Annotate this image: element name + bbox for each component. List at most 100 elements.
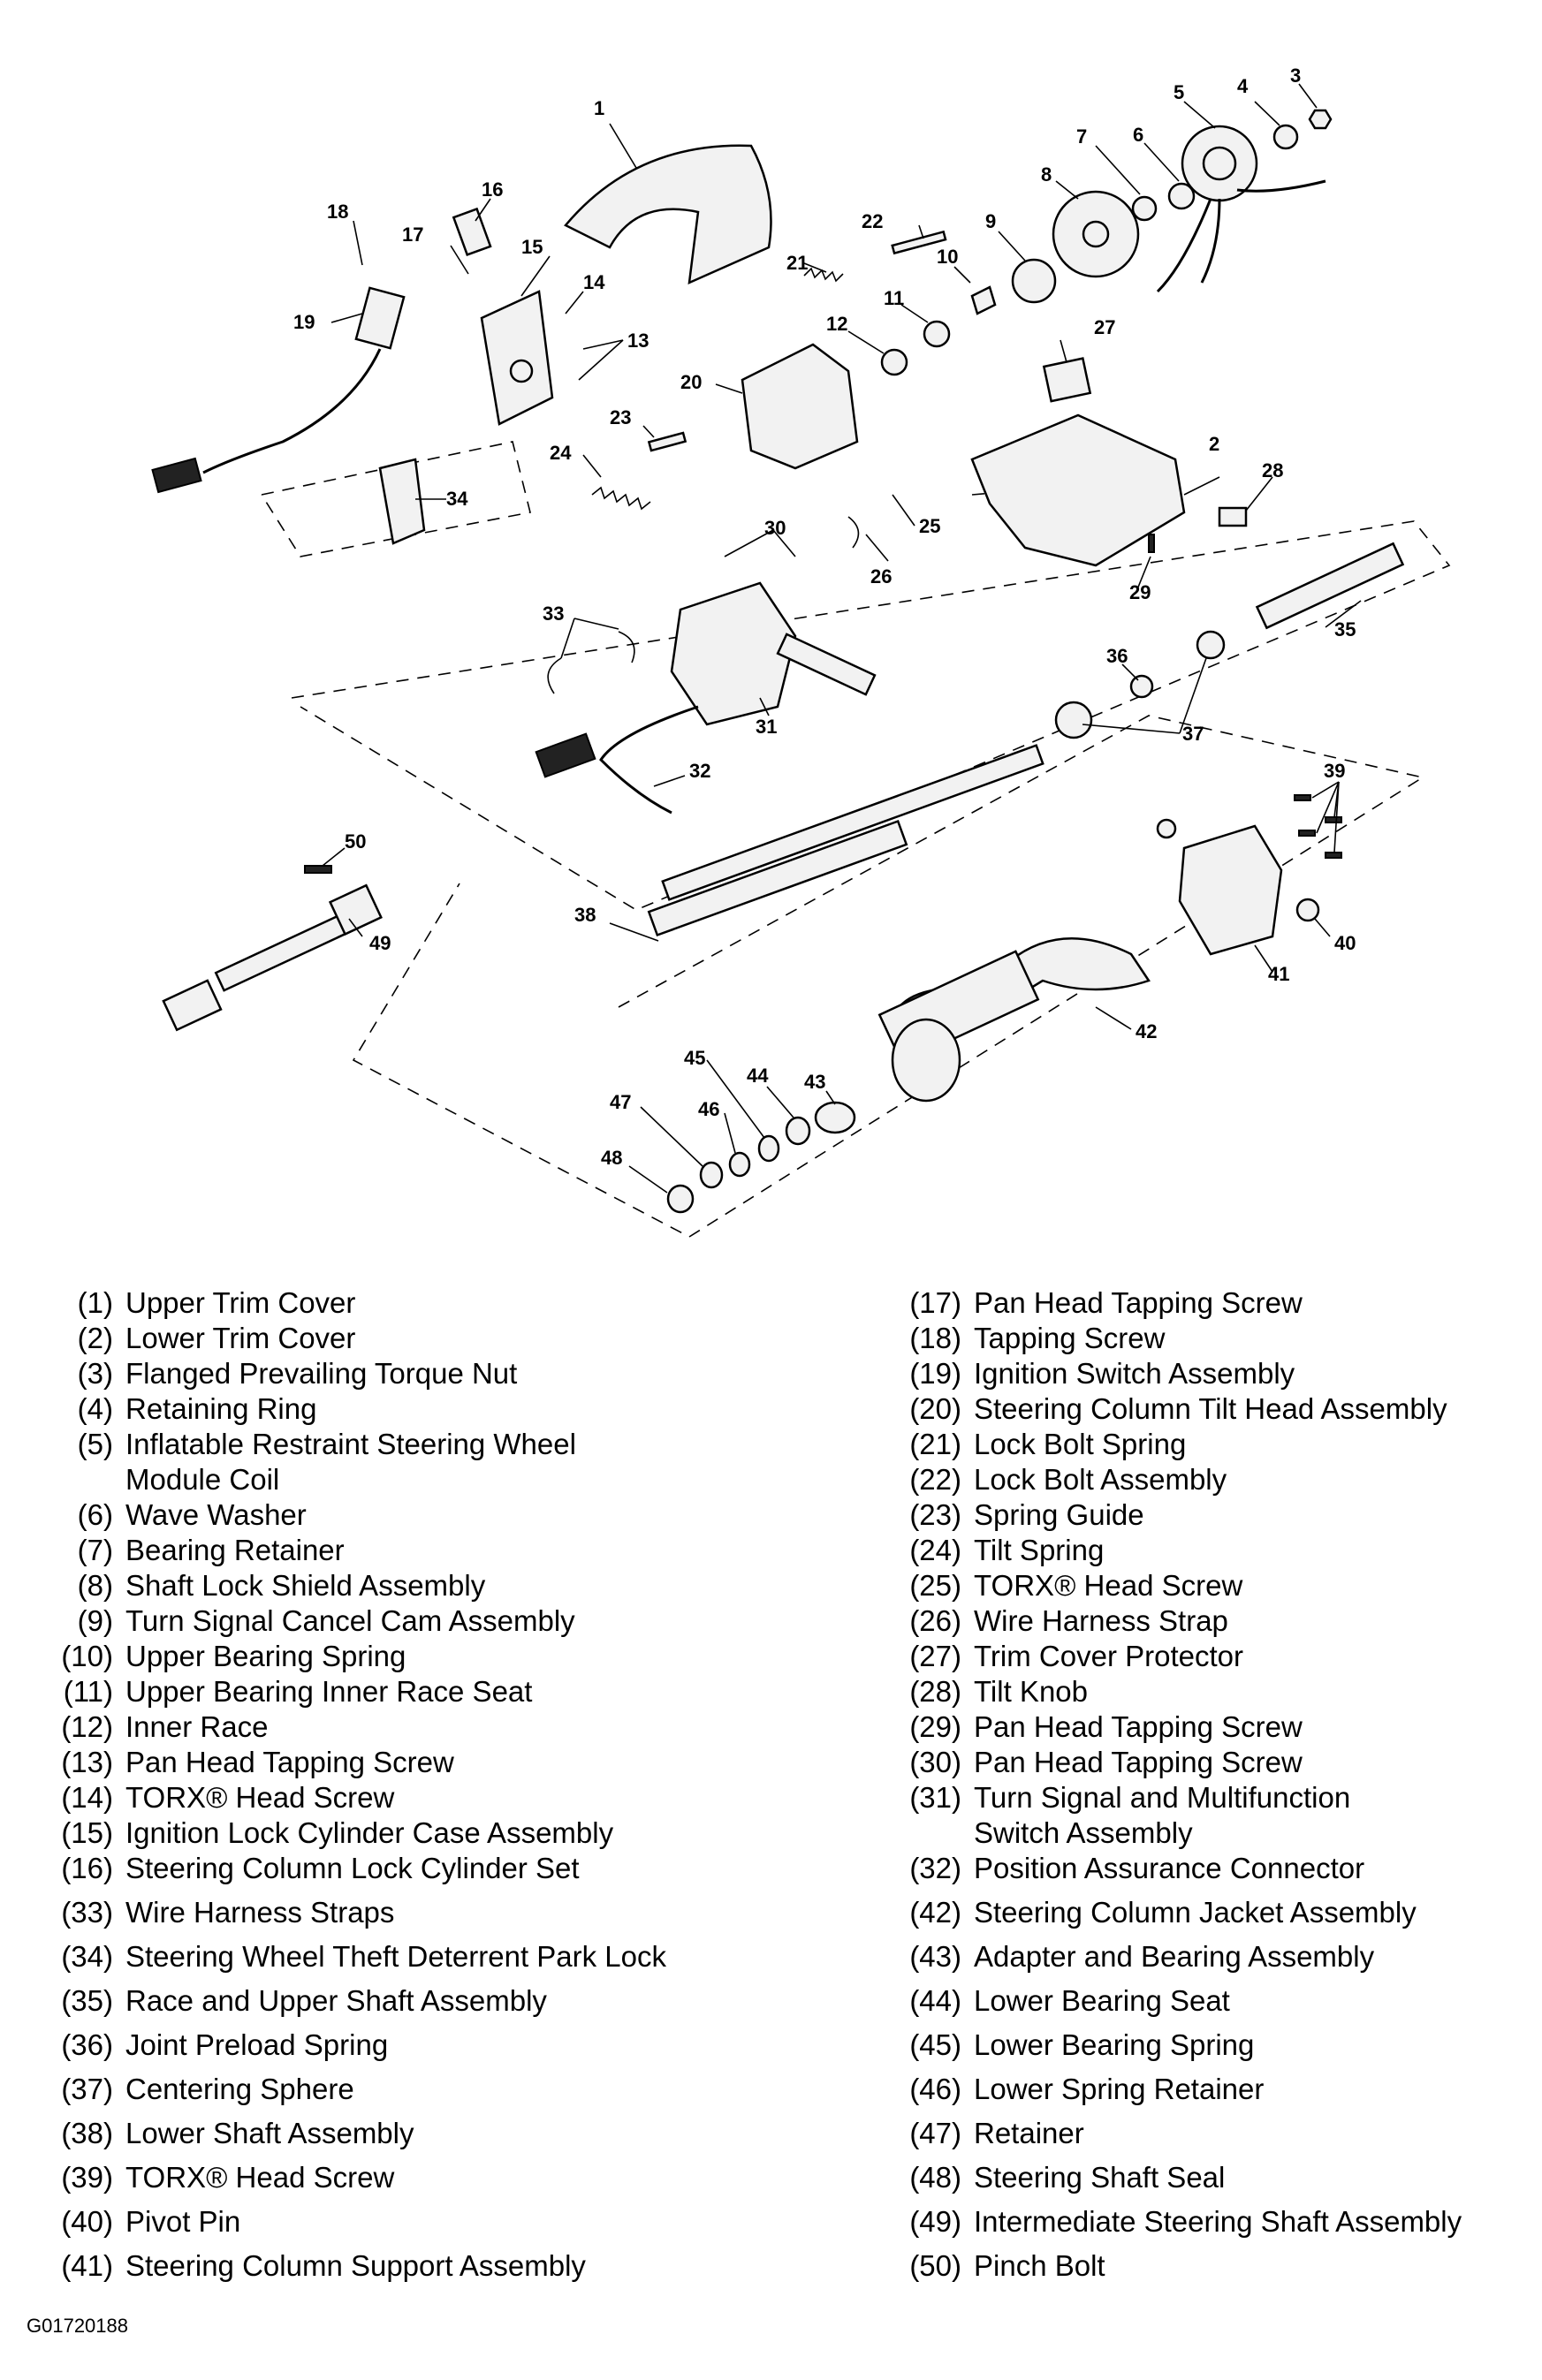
callout-19: 19: [293, 311, 315, 333]
legend-label: Wave Washer: [125, 1498, 307, 1531]
legend-item: (48)Steering Shaft Seal: [875, 2160, 1529, 2195]
legend-number: (16): [61, 1852, 113, 1884]
legend-item: (15)Ignition Lock Cylinder Case Assembly: [27, 1815, 822, 1851]
legend-number: (32): [909, 1852, 961, 1884]
legend-number: (17): [909, 1286, 961, 1319]
legend-number: (7): [77, 1534, 113, 1566]
callout-30: 30: [764, 517, 786, 539]
legend-number: (39): [61, 2161, 113, 2194]
centering-sphere-lower: [1054, 701, 1093, 739]
adapter-bearing: [814, 1101, 856, 1134]
legend-label: Lock Bolt Assembly: [974, 1463, 1227, 1496]
callout-15: 15: [521, 236, 543, 258]
legend-number: (50): [909, 2249, 961, 2282]
legend-item: (12)Inner Race: [27, 1709, 822, 1745]
upper-trim-cover: [564, 144, 772, 285]
legend-label: Ignition Lock Cylinder Case Assembly: [125, 1816, 614, 1849]
callout-24: 24: [550, 442, 572, 464]
legend-item: (9)Turn Signal Cancel Cam Assembly: [27, 1603, 822, 1639]
legend-label: Upper Trim Cover: [125, 1286, 356, 1319]
legend-number: (31): [909, 1781, 961, 1814]
legend-label: Lower Trim Cover: [125, 1322, 356, 1354]
legend-number: (6): [77, 1498, 113, 1531]
figure-id: G01720188: [27, 2315, 128, 2337]
legend-label: Position Assurance Connector: [974, 1852, 1365, 1884]
legend-item: (26)Wire Harness Strap: [875, 1603, 1529, 1639]
legend-item: (47)Retainer: [875, 2116, 1529, 2151]
callout-12: 12: [826, 313, 847, 335]
legend-label: Pinch Bolt: [974, 2249, 1105, 2282]
legend-number: (34): [61, 1940, 113, 1973]
legend-item: (32) Position Assurance Connector: [875, 1851, 1529, 1886]
lower-bearing-seat: [785, 1116, 811, 1146]
legend-number: (2): [77, 1322, 113, 1354]
legend-number: (29): [909, 1710, 961, 1743]
jacket-flange: [891, 1018, 961, 1103]
pivot-pin: [1295, 898, 1320, 922]
callout-17: 17: [402, 224, 423, 246]
legend-number: (41): [61, 2249, 113, 2282]
legend-number: (49): [909, 2205, 961, 2238]
callout-35: 35: [1334, 618, 1356, 640]
callout-41: 41: [1268, 963, 1289, 985]
legend-item: (2) Lower Trim Cover: [27, 1321, 822, 1356]
legend-item: (33)Wire Harness Straps: [27, 1895, 822, 1930]
legend-label: Steering Column Jacket Assembly: [974, 1896, 1417, 1929]
callout-40: 40: [1334, 932, 1356, 954]
legend-label: Lower Bearing Spring: [974, 2028, 1255, 2061]
callout-34: 34: [446, 488, 468, 510]
legend-number: (26): [909, 1604, 961, 1637]
legend-number: (25): [909, 1569, 961, 1602]
legend-item: (5)Inflatable Restraint Steering Wheel M…: [27, 1427, 645, 1497]
legend-label: Pivot Pin: [125, 2205, 241, 2238]
callout-49: 49: [369, 932, 391, 954]
multifunction-connector: [535, 732, 596, 778]
legend-item: (11)Upper Bearing Inner Race Seat: [27, 1674, 822, 1709]
legend-number: (3): [77, 1357, 113, 1390]
legend-item: (21)Lock Bolt Spring: [875, 1427, 1529, 1462]
legend-item: (4)Retaining Ring: [27, 1391, 822, 1427]
flanged-nut: [1308, 109, 1333, 130]
support-bushing: [1156, 818, 1177, 839]
callout-6: 6: [1133, 124, 1143, 146]
callout-14: 14: [583, 271, 605, 293]
bearing-retainer: [1131, 195, 1158, 222]
legend-item: (10)Upper Bearing Spring: [27, 1639, 822, 1674]
module-coil-hub: [1202, 146, 1237, 181]
legend-number: (42): [909, 1896, 961, 1929]
callout-20: 20: [680, 371, 702, 393]
retainer-47: [699, 1161, 724, 1189]
harness-strap-right: [618, 631, 635, 663]
retaining-ring: [1272, 124, 1299, 150]
legend-label: Pan Head Tapping Screw: [974, 1286, 1303, 1319]
intermediate-yoke-lower: [162, 979, 223, 1032]
callout-10: 10: [937, 246, 958, 268]
centering-sphere-upper: [1196, 630, 1226, 660]
legend-item: (20)Steering Column Tilt Head Assembly: [875, 1391, 1529, 1427]
upper-bearing-spring: [970, 285, 997, 315]
legend-item: (44) Lower Bearing Seat: [875, 1983, 1529, 2019]
legend-item: (38)Lower Shaft Assembly: [27, 2116, 822, 2151]
callout-9: 9: [985, 210, 996, 232]
legend-item: (7)Bearing Retainer: [27, 1533, 822, 1568]
legend-item: (37)Centering Sphere: [27, 2072, 822, 2107]
callout-37: 37: [1182, 723, 1204, 745]
callout-11: 11: [884, 287, 904, 309]
lower-bearing-spring: [757, 1134, 780, 1163]
tilt-spring: [591, 486, 651, 511]
ignition-lock-case: [480, 290, 554, 426]
legend-item: (27)Trim Cover Protector: [875, 1639, 1529, 1674]
cancel-cam: [1011, 258, 1057, 304]
legend-item: (22)Lock Bolt Assembly: [875, 1462, 1529, 1497]
exploded-view-diagram: 1 2 3 4 5 6 7 8 9 10 11 12 13 14 15 16 1…: [151, 64, 1451, 1238]
legend-item: (42) Steering Column Jacket Assembly: [875, 1895, 1529, 1930]
legend-number: (20): [909, 1392, 961, 1425]
legend-label: Retaining Ring: [125, 1392, 317, 1425]
pinch-bolt: [304, 865, 332, 874]
legend-number: (45): [909, 2028, 961, 2061]
legend-number: (46): [909, 2073, 961, 2105]
legend-item: (30)Pan Head Tapping Screw: [875, 1745, 1529, 1780]
legend-label: Lower Bearing Seat: [974, 1984, 1230, 2017]
legend-item: (24)Tilt Spring: [875, 1533, 1529, 1568]
legend-number: (44): [909, 1984, 961, 2017]
